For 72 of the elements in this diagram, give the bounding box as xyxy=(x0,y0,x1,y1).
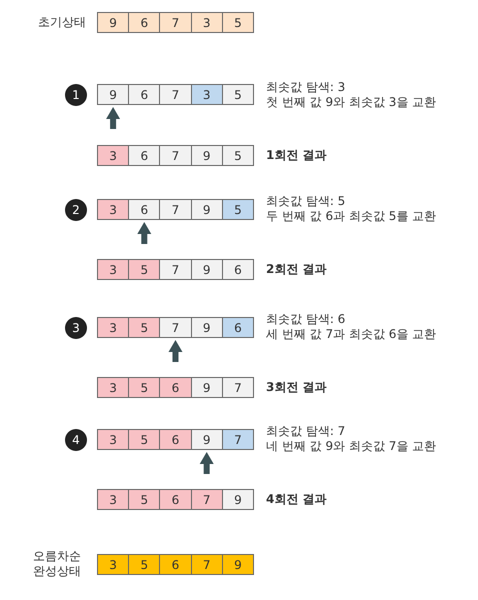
array-cell: 5 xyxy=(128,554,160,575)
array-cell: 9 xyxy=(190,145,223,166)
array-cell: 7 xyxy=(159,145,192,166)
step-note: 첫 번째 값 9와 최솟값 3을 교환 xyxy=(266,95,436,110)
array-cell: 6 xyxy=(222,317,254,338)
array-cell: 6 xyxy=(128,84,160,105)
array-cell: 9 xyxy=(97,84,130,105)
array-cell: 6 xyxy=(159,489,192,510)
array-cell: 9 xyxy=(97,12,130,33)
array-cell: 5 xyxy=(222,199,254,220)
step-note: 최솟값 탐색: 5 xyxy=(266,194,346,209)
array-cell: 7 xyxy=(222,429,254,450)
array-cell: 3 xyxy=(97,377,130,398)
array-cell: 5 xyxy=(222,12,254,33)
array-cell: 3 xyxy=(97,145,130,166)
step-note: 최솟값 탐색: 6 xyxy=(266,312,346,327)
array-cell: 9 xyxy=(190,259,223,280)
array-cell: 7 xyxy=(222,377,254,398)
array-cell: 6 xyxy=(128,145,160,166)
array-cell: 5 xyxy=(128,489,160,510)
pointer-arrow xyxy=(106,107,120,129)
array-cell: 7 xyxy=(159,199,192,220)
array-cell: 6 xyxy=(222,259,254,280)
pointer-arrow xyxy=(137,222,152,244)
array-cell: 3 xyxy=(190,84,223,105)
pointer-arrow xyxy=(200,452,214,474)
step-number-badge: 3 xyxy=(65,316,87,338)
array-cell: 9 xyxy=(190,377,223,398)
array-cell: 6 xyxy=(128,12,160,33)
array-cell: 9 xyxy=(222,554,254,575)
pointer-arrow xyxy=(168,340,182,362)
row-label: 오름차순 완성상태 xyxy=(32,549,82,579)
array-cell: 5 xyxy=(222,84,254,105)
step-number-badge: 2 xyxy=(65,198,87,220)
array-cell: 6 xyxy=(159,429,192,450)
array-cell: 5 xyxy=(222,145,254,166)
array-cell: 7 xyxy=(159,84,192,105)
array-cell: 9 xyxy=(190,199,223,220)
array-cell: 5 xyxy=(128,429,160,450)
array-cell: 7 xyxy=(159,259,192,280)
step-note: 최솟값 탐색: 7 xyxy=(266,424,346,439)
array-cell: 9 xyxy=(190,429,223,450)
array-cell: 9 xyxy=(222,489,254,510)
array-cell: 5 xyxy=(128,377,160,398)
array-cell: 7 xyxy=(190,554,223,575)
result-label: 4회전 결과 xyxy=(266,492,327,507)
array-cell: 3 xyxy=(97,489,130,510)
step-number-badge: 1 xyxy=(65,84,87,106)
step-note: 네 번째 값 9와 최솟값 7을 교환 xyxy=(266,439,436,454)
array-cell: 3 xyxy=(97,429,130,450)
result-label: 2회전 결과 xyxy=(266,262,327,277)
array-cell: 7 xyxy=(159,12,192,33)
array-cell: 3 xyxy=(97,199,130,220)
array-cell: 5 xyxy=(128,259,160,280)
array-cell: 7 xyxy=(159,317,192,338)
array-cell: 5 xyxy=(128,317,160,338)
result-label: 1회전 결과 xyxy=(266,148,327,163)
array-cell: 3 xyxy=(97,317,130,338)
array-cell: 3 xyxy=(97,554,130,575)
result-label: 3회전 결과 xyxy=(266,380,327,395)
array-cell: 3 xyxy=(190,12,223,33)
array-cell: 9 xyxy=(190,317,223,338)
array-cell: 3 xyxy=(97,259,130,280)
array-cell: 7 xyxy=(190,489,223,510)
step-number-badge: 4 xyxy=(65,428,87,450)
step-note: 세 번째 값 7과 최솟값 6을 교환 xyxy=(266,327,436,342)
step-note: 최솟값 탐색: 3 xyxy=(266,80,346,95)
step-note: 두 번째 값 6과 최솟값 5를 교환 xyxy=(266,209,436,224)
row-label: 초기상태 xyxy=(37,15,86,30)
array-cell: 6 xyxy=(159,554,192,575)
array-cell: 6 xyxy=(128,199,160,220)
array-cell: 6 xyxy=(159,377,192,398)
